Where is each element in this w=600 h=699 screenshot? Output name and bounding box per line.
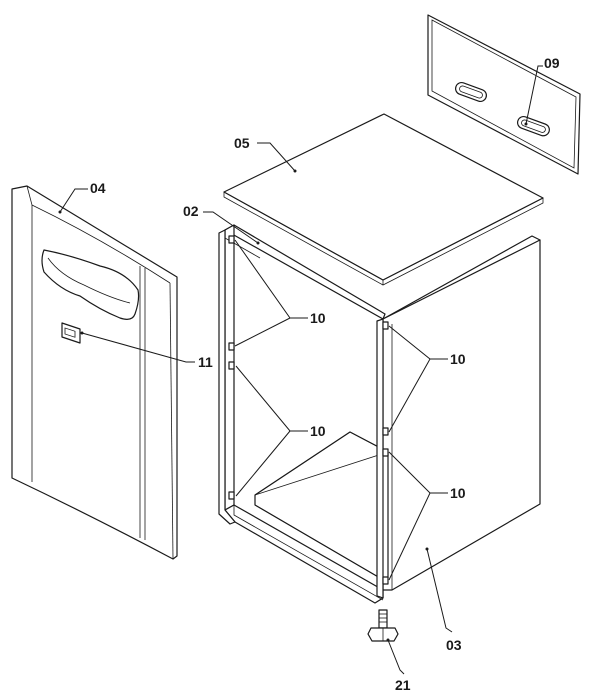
callout-03: 03: [446, 637, 462, 653]
label-plate-icon: [61, 322, 81, 344]
callout-02: 02: [183, 203, 199, 219]
back-panel-09: [427, 14, 581, 175]
callout-05: 05: [234, 135, 250, 151]
callout-10-lower-right: 10: [450, 485, 466, 501]
callout-10-upper-right: 10: [450, 351, 466, 367]
callout-10-upper-left: 10: [310, 310, 326, 326]
callout-21: 21: [395, 677, 411, 693]
callout-11: 11: [198, 354, 213, 370]
top-plate-05: [223, 113, 544, 286]
callout-10-lower-left: 10: [310, 423, 326, 439]
screw-foot-icon: [367, 609, 399, 642]
cabinet-body-03: [218, 224, 541, 604]
leader-lines: [58, 65, 543, 675]
front-door-04: [11, 185, 178, 560]
callout-09: 09: [544, 55, 560, 71]
callout-04: 04: [90, 180, 106, 196]
